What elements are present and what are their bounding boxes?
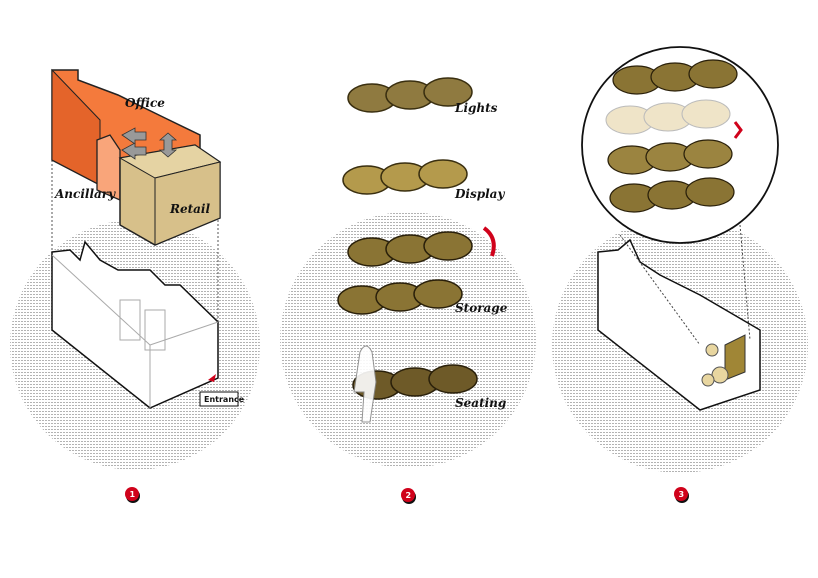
step-number: 3 xyxy=(679,490,685,499)
label-storage: Storage xyxy=(455,301,508,315)
retail-block xyxy=(118,144,222,246)
step-marker-2: 2 xyxy=(401,488,416,504)
panel-2: Lights Display Storage Seating xyxy=(280,77,536,468)
building-outline xyxy=(51,240,219,409)
dotted-circle xyxy=(280,212,536,468)
display-pod xyxy=(342,159,468,195)
rotate-arrow-icon xyxy=(733,121,743,139)
panel-3 xyxy=(552,46,808,473)
label-retail: Retail xyxy=(169,202,210,216)
label-lights: Lights xyxy=(454,101,498,115)
rotate-arrow-icon xyxy=(482,226,496,257)
step-number: 1 xyxy=(130,490,136,499)
step-number: 2 xyxy=(406,491,412,500)
projection-line xyxy=(739,224,751,341)
circulation-arrows-icon xyxy=(121,127,178,160)
label-entrance: Entrance xyxy=(204,395,245,404)
person-silhouette xyxy=(353,345,377,423)
entrance-arrow-icon xyxy=(208,374,216,382)
label-office: Office xyxy=(125,96,165,110)
installed-pods xyxy=(701,334,746,387)
projection-line xyxy=(619,234,701,346)
lights-pod xyxy=(347,77,473,113)
step-marker-1: 1 xyxy=(125,487,140,503)
step-marker-3: 3 xyxy=(674,487,689,503)
label-ancillary: Ancillary xyxy=(54,187,116,201)
label-seating: Seating xyxy=(455,396,506,410)
entrance-tag xyxy=(199,391,239,407)
panel-1: Office Ancillary Retail Entrance xyxy=(10,68,260,470)
label-display: Display xyxy=(454,187,505,201)
